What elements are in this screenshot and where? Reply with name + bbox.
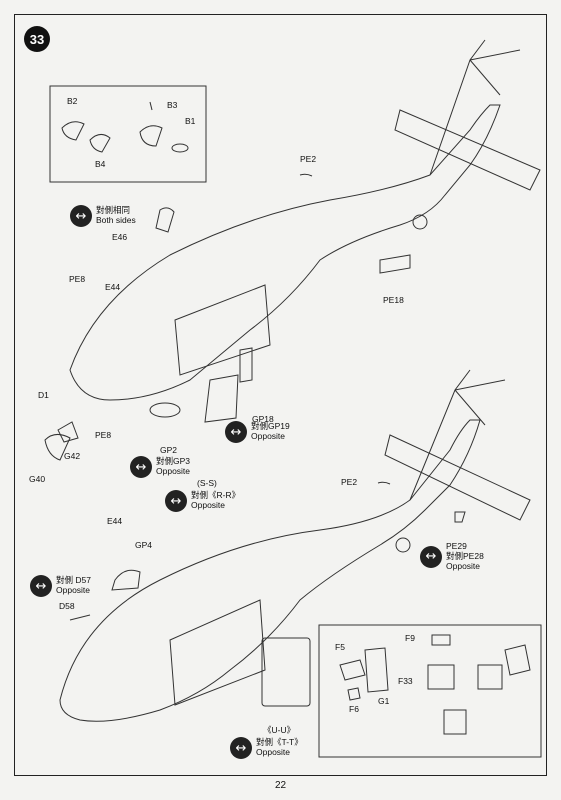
e46-part-assembled <box>155 207 175 233</box>
label-gp2: GP2 <box>160 445 178 455</box>
step-number-badge: 33 <box>24 26 50 52</box>
label-u-u: 《U-U》 <box>263 725 296 735</box>
pe28-opposite: Opposite <box>446 560 481 571</box>
callout-both-sides: ↔ 對側相同 Both sides <box>70 205 136 227</box>
double-arrow-icon: ↔ <box>130 456 152 478</box>
pe2-top-part <box>299 173 313 177</box>
b2-part <box>61 121 85 141</box>
page-frame <box>14 14 547 776</box>
gp4-part <box>111 569 141 591</box>
gp3-opp-label: 對側GP3 <box>156 456 191 467</box>
double-arrow-icon: ↔ <box>420 545 442 568</box>
label-d58: D58 <box>59 601 75 611</box>
parts-inset-box-bottom <box>318 624 542 758</box>
label-gp18: GP18 <box>252 414 274 424</box>
callout-t-t-opposite: ↔ 對側《T-T》 Opposite <box>230 737 303 759</box>
label-s-s: (S-S) <box>197 478 217 488</box>
label-e44-bottom: E44 <box>107 516 123 526</box>
parts-inset-box-top <box>49 85 207 183</box>
lower-sliding-door <box>261 637 311 707</box>
label-b4: B4 <box>95 159 106 169</box>
label-f5: F5 <box>335 642 345 652</box>
upper-tail-wheel <box>412 214 428 230</box>
gp19-opp-label: 對側GP19 <box>251 421 290 432</box>
assembled-b-part <box>139 125 163 147</box>
pe29-label: PE29 <box>446 541 467 551</box>
label-b3: B3 <box>167 100 178 110</box>
label-g42: G42 <box>64 451 81 461</box>
t-t-label: 對側《T-T》 <box>256 737 303 748</box>
label-gp4: GP4 <box>135 540 153 550</box>
callout-pe28-opposite: ↔ PE29 對側PE28 Opposite <box>420 541 484 571</box>
b1-part <box>171 143 189 153</box>
label-f9: F9 <box>405 633 415 643</box>
both-sides-cn: 對側相同 <box>96 205 131 216</box>
d57-opposite: Opposite <box>56 585 91 595</box>
label-f6: F6 <box>349 704 359 714</box>
gp3-opposite: Opposite <box>156 466 191 476</box>
lower-tail-rotor <box>409 369 506 501</box>
b4-part <box>89 134 111 153</box>
page-number: 22 <box>274 780 287 791</box>
lower-tail-wheel <box>395 537 411 553</box>
upper-tail-rotor <box>429 39 521 176</box>
callout-gp19-opposite: ↔ 對側GP19 Opposite <box>225 421 290 443</box>
label-f33: F33 <box>398 676 413 686</box>
double-arrow-icon: ↔ <box>225 421 247 443</box>
label-d1: D1 <box>38 390 49 400</box>
label-g40: G40 <box>29 474 46 484</box>
gp2-part <box>149 402 181 418</box>
mount-bracket-part <box>504 644 531 676</box>
label-pe2-top: PE2 <box>300 154 317 164</box>
t-t-opposite: Opposite <box>256 747 291 757</box>
callout-d57-opposite: ↔ 對側 D57 Opposite <box>30 575 91 597</box>
label-pe8-top: PE8 <box>69 274 86 284</box>
pe29-part <box>454 511 466 523</box>
pe2-bottom-part <box>377 481 391 485</box>
installed-unit <box>443 709 467 735</box>
label-g1: G1 <box>378 696 390 706</box>
pe18-part <box>379 254 411 274</box>
r-r-opposite: Opposite <box>191 500 226 510</box>
both-sides-en: Both sides <box>96 215 136 225</box>
assembled-f33-unit <box>477 664 503 690</box>
d57-opp-label: 對側 D57 <box>56 575 91 586</box>
g40-part <box>44 434 71 461</box>
lower-helicopter-fuselage <box>59 419 481 722</box>
upper-helicopter-fuselage <box>69 104 501 401</box>
upper-stabilizer <box>394 109 541 191</box>
upper-side-door-panel <box>204 374 239 423</box>
label-e44-top: E44 <box>105 282 121 292</box>
f5-part <box>339 659 366 681</box>
label-b2: B2 <box>67 96 78 106</box>
pe28-opp-label: 對側PE28 <box>446 550 484 561</box>
g42-part <box>57 421 79 443</box>
r-r-label: 對側《R-R》 <box>191 490 241 501</box>
lower-cabin-door-opening <box>169 599 266 706</box>
f33-part <box>427 664 455 690</box>
b3-part <box>149 101 153 111</box>
label-e46: E46 <box>112 232 128 242</box>
lower-stabilizer <box>384 434 531 521</box>
label-b1: B1 <box>185 116 196 126</box>
gp19-opposite: Opposite <box>251 431 286 441</box>
double-arrow-icon: ↔ <box>230 737 252 759</box>
g1-part <box>364 647 389 693</box>
f9-part <box>431 634 451 646</box>
double-arrow-icon: ↔ <box>165 490 187 512</box>
double-arrow-icon: ↔ <box>30 575 52 597</box>
f6-part <box>347 687 361 701</box>
callout-r-r-opposite: ↔ 對側《R-R》 Opposite <box>165 490 240 512</box>
upper-window-panel <box>239 347 253 383</box>
upper-cabin-door-opening <box>174 284 271 376</box>
d58-part <box>69 614 91 621</box>
label-pe2-bottom: PE2 <box>341 477 358 487</box>
label-pe8-bottom: PE8 <box>95 430 112 440</box>
label-pe18: PE18 <box>383 295 404 305</box>
callout-gp3-opposite: ↔ 對側GP3 Opposite <box>130 456 190 478</box>
double-arrow-icon: ↔ <box>70 205 92 227</box>
